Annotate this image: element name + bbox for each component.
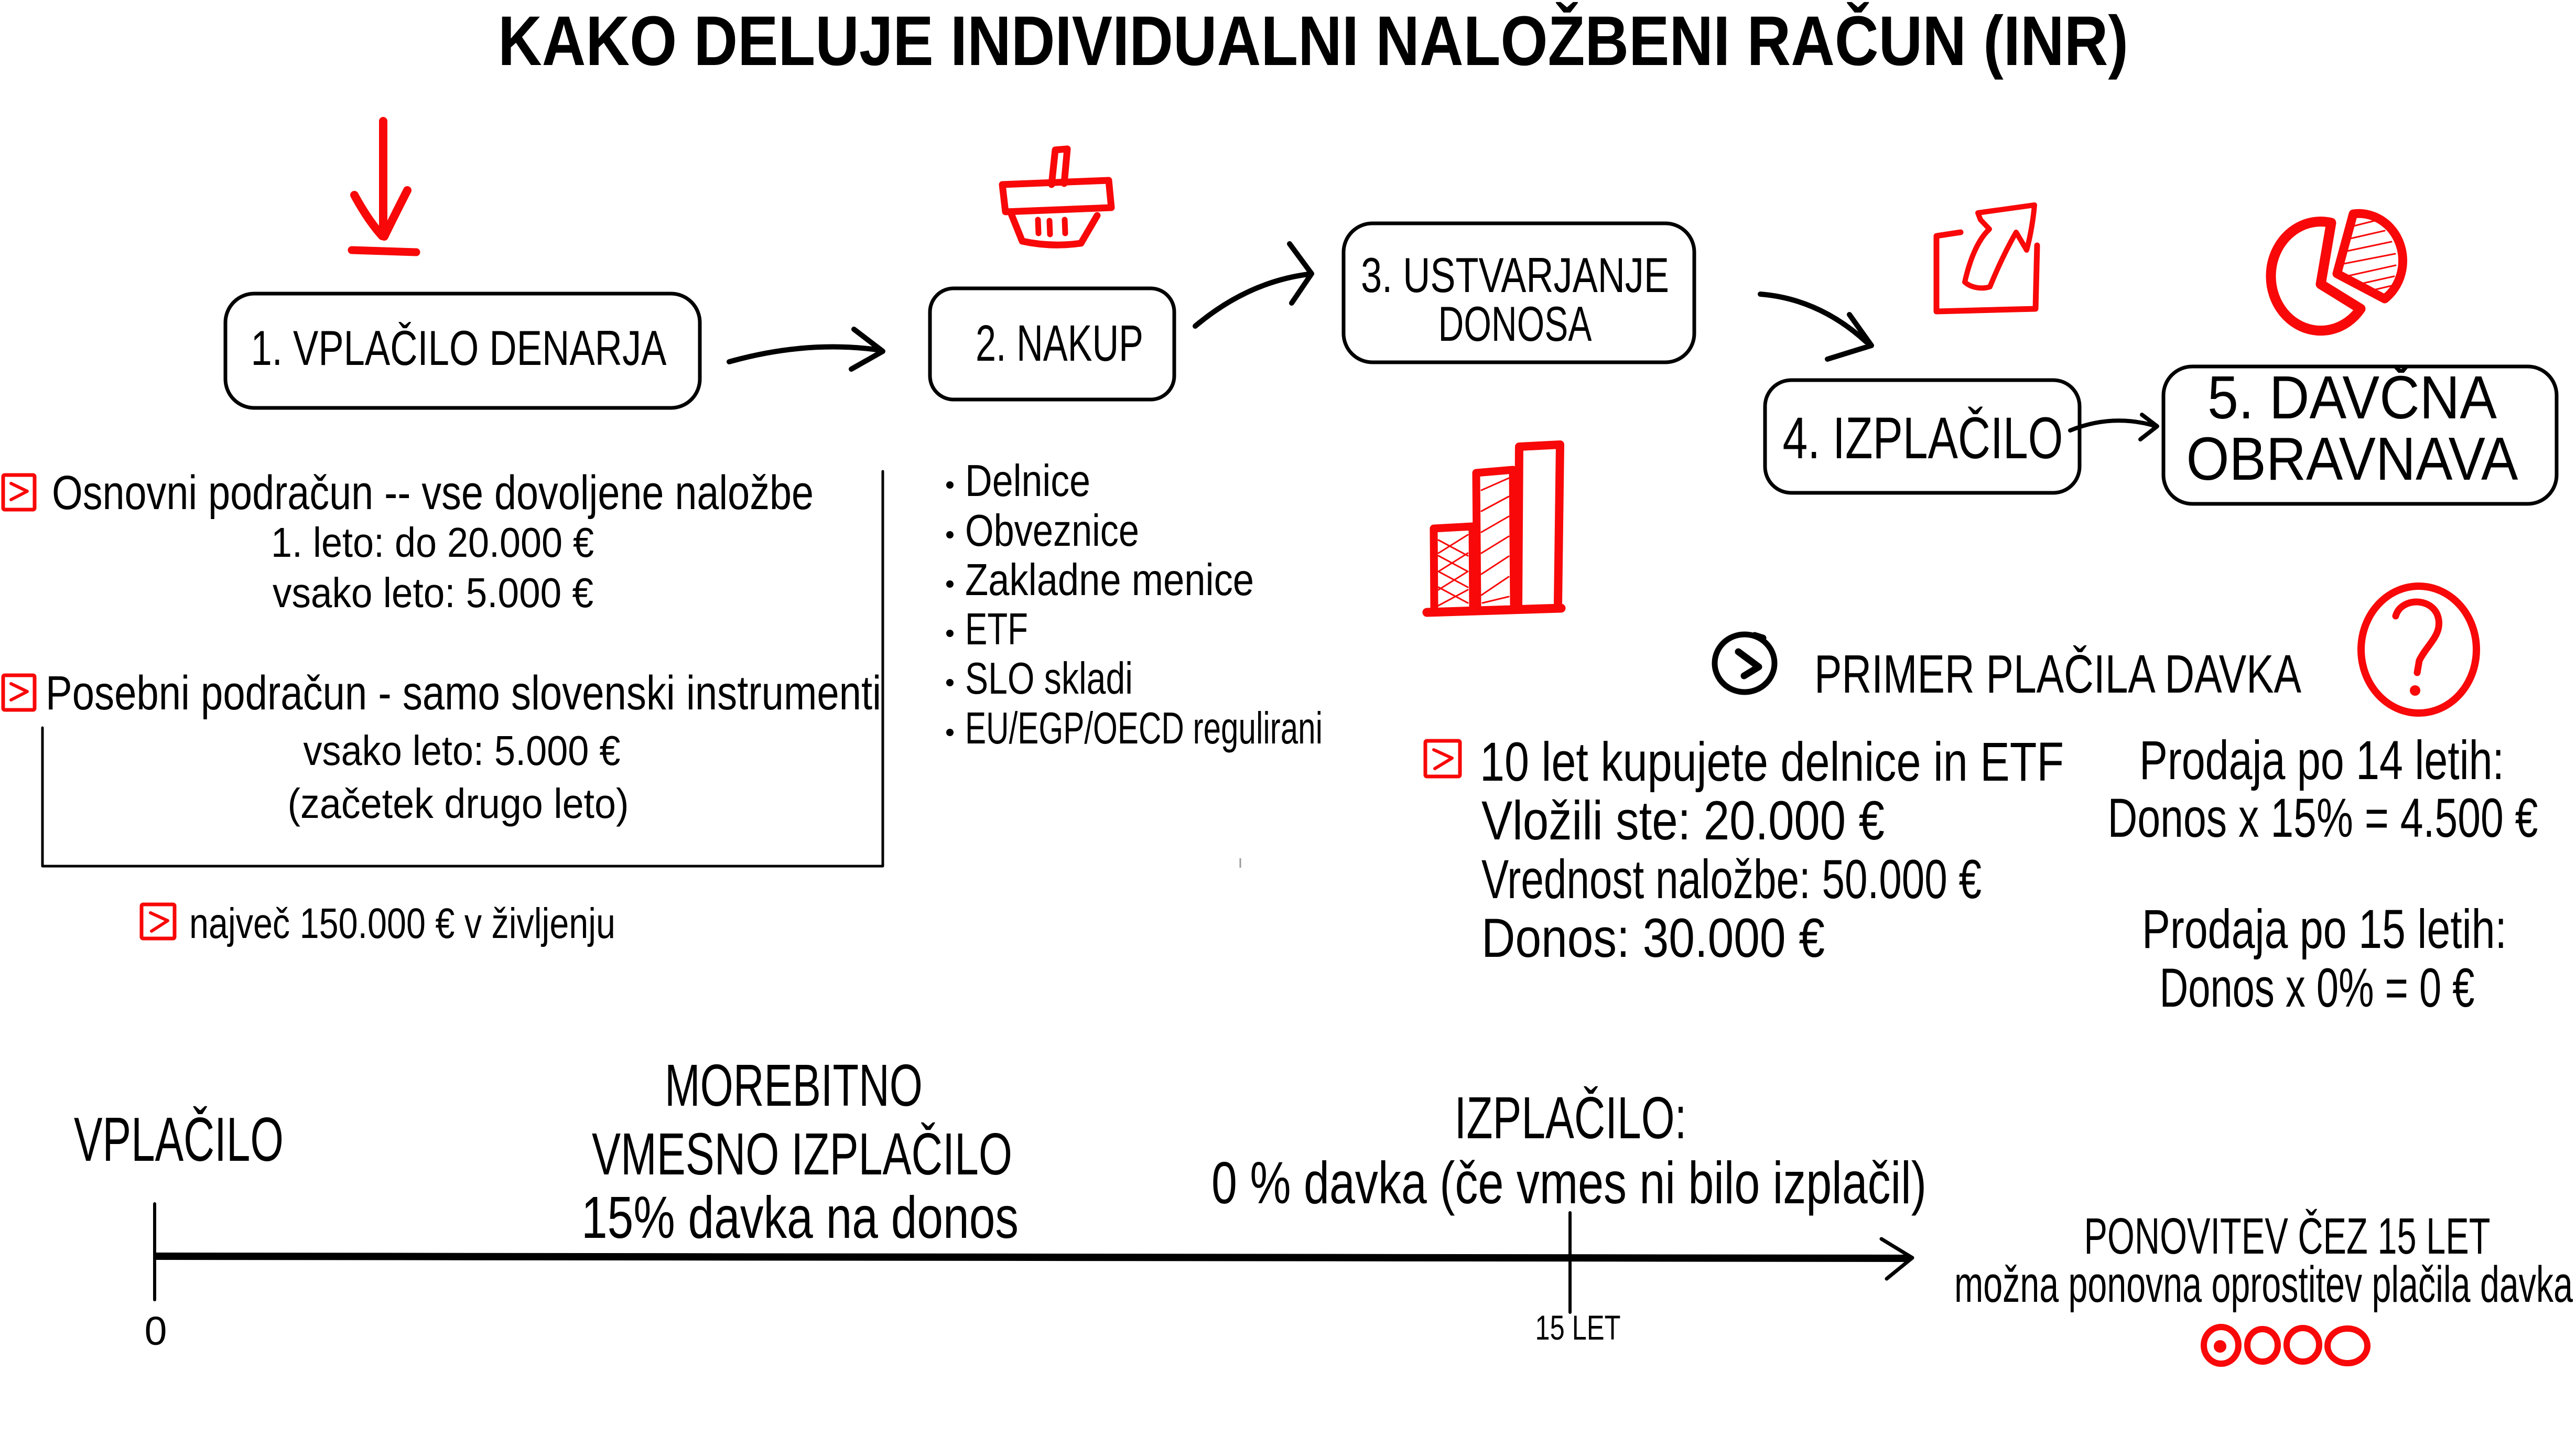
- svg-text:Delnice: Delnice: [965, 456, 1090, 506]
- svg-text:Donos: 30.000 €: Donos: 30.000 €: [1481, 908, 1825, 969]
- svg-text:Zakladne menice: Zakladne menice: [965, 555, 1254, 605]
- svg-text:SLO skladi: SLO skladi: [965, 654, 1133, 704]
- svg-text:5. DAVČNA: 5. DAVČNA: [2207, 363, 2497, 431]
- svg-text:Prodaja po 14 letih:: Prodaja po 14 letih:: [2139, 730, 2504, 791]
- svg-text:VMESNO IZPLAČILO: VMESNO IZPLAČILO: [592, 1121, 1012, 1187]
- svg-text:0 % davka (če vmes ni bilo izp: 0 % davka (če vmes ni bilo izplačil): [1211, 1150, 1926, 1216]
- svg-text:1. leto: do 20.000 €: 1. leto: do 20.000 €: [271, 519, 594, 566]
- svg-text:EU/EGP/OECD regulirani: EU/EGP/OECD regulirani: [965, 704, 1323, 753]
- svg-text:KAKO DELUJE INDIVIDUALNI NALOŽ: KAKO DELUJE INDIVIDUALNI NALOŽBENI RAČUN…: [498, 2, 2128, 80]
- svg-text:VPLAČILO: VPLAČILO: [74, 1105, 284, 1174]
- svg-text:3. USTVARJANJE: 3. USTVARJANJE: [1361, 247, 1669, 303]
- svg-text:možna ponovna oprostitev plači: možna ponovna oprostitev plačila davka: [1954, 1256, 2573, 1313]
- svg-text:1. VPLAČILO DENARJA: 1. VPLAČILO DENARJA: [251, 320, 667, 375]
- svg-text:Donos x 0% = 0 €: Donos x 0% = 0 €: [2160, 957, 2475, 1019]
- svg-text:največ 150.000 € v življenju: največ 150.000 € v življenju: [189, 900, 615, 947]
- svg-text:Prodaja po 15 letih:: Prodaja po 15 letih:: [2142, 899, 2507, 960]
- svg-text:PRIMER PLAČILA DAVKA: PRIMER PLAČILA DAVKA: [1814, 644, 2301, 704]
- svg-text:Obveznice: Obveznice: [965, 506, 1139, 556]
- svg-text:OBRAVNAVA: OBRAVNAVA: [2187, 425, 2519, 493]
- svg-text:Posebni podračun - samo sloven: Posebni podračun - samo slovenski instru…: [46, 666, 881, 720]
- svg-text:Osnovni podračun -- vse dovolj: Osnovni podračun -- vse dovoljene naložb…: [52, 466, 814, 520]
- svg-text:ETF: ETF: [965, 605, 1028, 654]
- svg-text:15% davka na donos: 15% davka na donos: [581, 1184, 1019, 1250]
- svg-text:vsako leto: 5.000 €: vsako leto: 5.000 €: [273, 569, 593, 616]
- svg-text:15 LET: 15 LET: [1535, 1308, 1621, 1347]
- svg-text:vsako leto: 5.000 €: vsako leto: 5.000 €: [304, 727, 621, 774]
- svg-text:Vložili ste: 20.000 €: Vložili ste: 20.000 €: [1481, 790, 1885, 851]
- svg-text:10 let kupujete delnice in ETF: 10 let kupujete delnice in ETF: [1480, 731, 2064, 793]
- svg-text:IZPLAČILO:: IZPLAČILO:: [1455, 1085, 1687, 1151]
- svg-text:4. IZPLAČILO: 4. IZPLAČILO: [1783, 405, 2063, 471]
- svg-text:2. NAKUP: 2. NAKUP: [976, 315, 1143, 372]
- svg-text:PONOVITEV ČEZ 15 LET: PONOVITEV ČEZ 15 LET: [2084, 1207, 2491, 1265]
- svg-text:Vrednost naložbe: 50.000 €: Vrednost naložbe: 50.000 €: [1481, 849, 1982, 910]
- svg-text:DONOSA: DONOSA: [1438, 296, 1592, 351]
- svg-text:0: 0: [145, 1309, 167, 1354]
- svg-text:MOREBITNO: MOREBITNO: [665, 1052, 923, 1118]
- svg-text:(začetek drugo leto): (začetek drugo leto): [288, 780, 629, 827]
- svg-text:Donos x 15% = 4.500 €: Donos x 15% = 4.500 €: [2108, 787, 2538, 849]
